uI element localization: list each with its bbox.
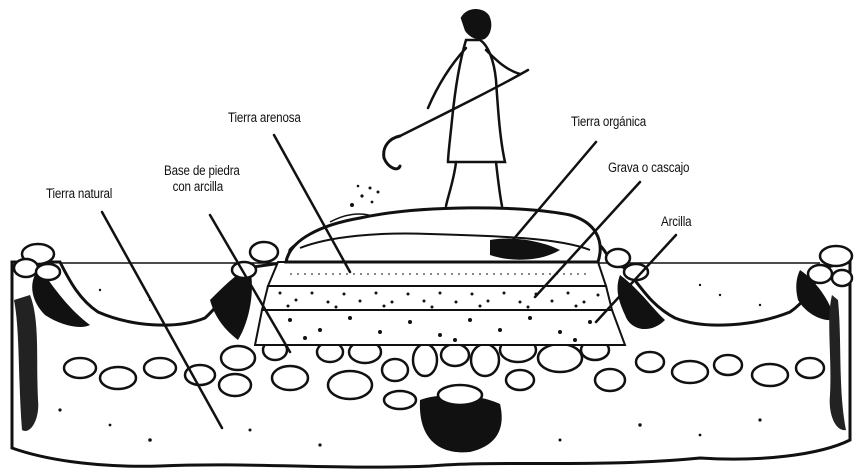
label-base-piedra: Base de piedra con arcilla <box>164 163 240 196</box>
label-tierra-organica: Tierra orgánica <box>571 114 646 130</box>
person-with-hoe-illustration <box>384 10 528 206</box>
label-grava: Grava o cascajo <box>608 160 689 176</box>
organic-soil-mound <box>286 185 600 262</box>
label-base-piedra-line2: con arcilla <box>164 179 240 195</box>
clay-layer <box>255 310 625 345</box>
label-tierra-arenosa: Tierra arenosa <box>228 110 301 126</box>
label-base-piedra-line1: Base de piedra <box>164 163 240 179</box>
label-tierra-natural: Tierra natural <box>46 186 112 202</box>
gravel-layer <box>262 286 612 310</box>
label-arcilla: Arcilla <box>661 214 691 230</box>
